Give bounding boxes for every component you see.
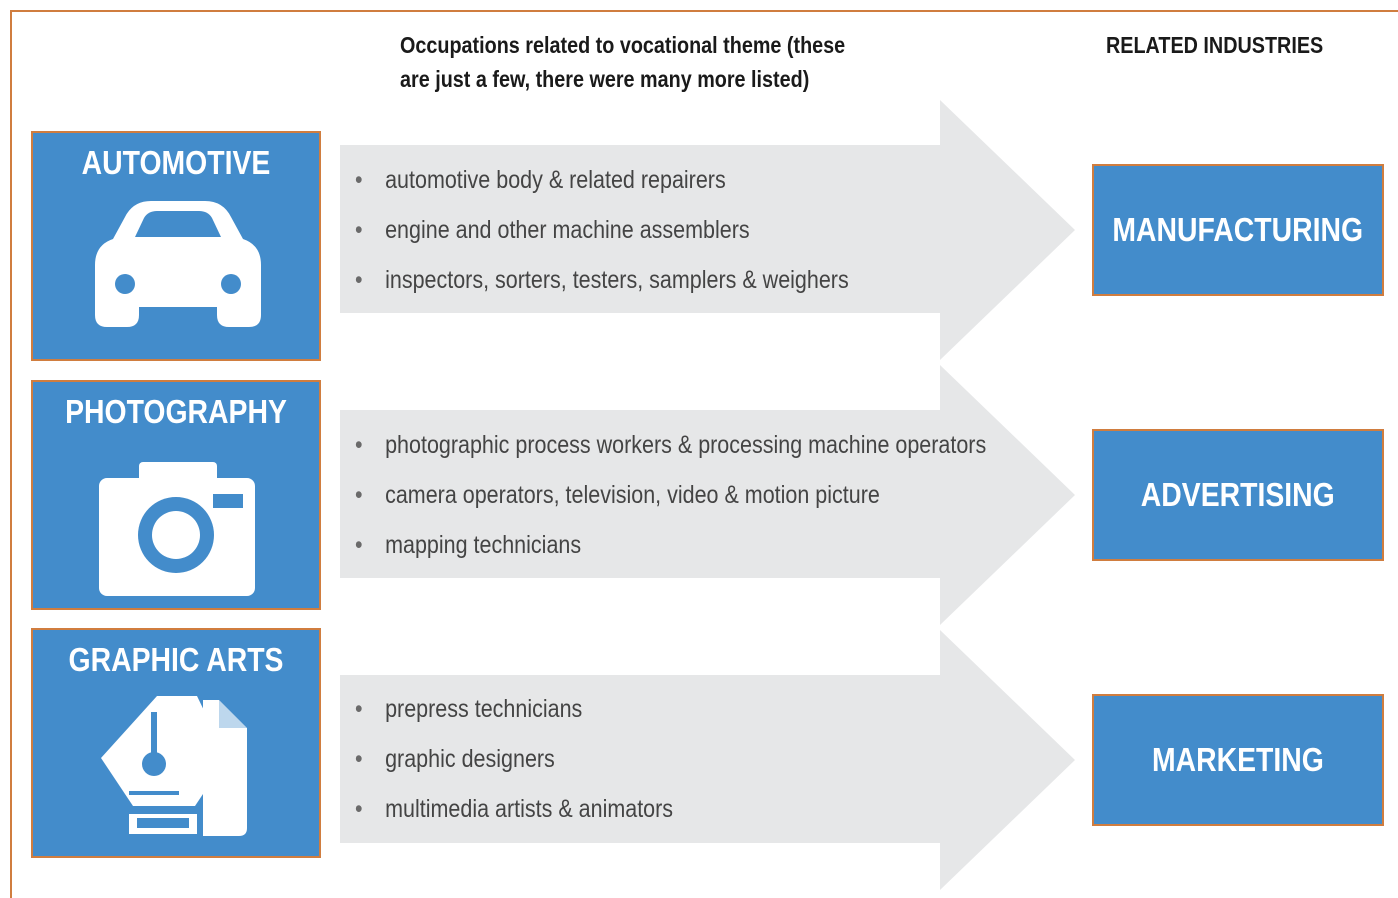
theme-title-photography: PHOTOGRAPHY (65, 393, 287, 430)
occupation-list-graphic-arts: •prepress technicians •graphic designers… (355, 684, 725, 834)
arrow-automotive (340, 100, 1075, 360)
occupation-list-automotive: •automotive body & related repairers •en… (355, 155, 929, 305)
list-item: •multimedia artists & animators (355, 784, 673, 834)
bullet: • (355, 745, 363, 773)
pen-nib-icon (101, 696, 247, 836)
bullet: • (355, 795, 363, 823)
occupations-header: Occupations related to vocational theme … (400, 32, 846, 92)
industry-box-manufacturing: MANUFACTURING (1092, 164, 1384, 296)
list-item: •prepress technicians (355, 684, 673, 734)
diagram-frame (10, 10, 1398, 898)
industries-header: RELATED INDUSTRIES (1106, 32, 1324, 58)
camera-icon (99, 462, 255, 596)
list-item: •inspectors, sorters, testers, samplers … (355, 255, 849, 305)
list-item: •automotive body & related repairers (355, 155, 849, 205)
list-item: •camera operators, television, video & m… (355, 470, 986, 520)
theme-title-graphic-arts: GRAPHIC ARTS (68, 641, 284, 678)
occupation-list-photography: •photographic process workers & processi… (355, 420, 1089, 570)
industry-box-marketing: MARKETING (1092, 694, 1384, 826)
bullet: • (355, 216, 363, 244)
list-item: •photographic process workers & processi… (355, 420, 986, 470)
bullet: • (355, 695, 363, 723)
theme-box-graphic-arts: GRAPHIC ARTS (31, 628, 321, 858)
list-item: •graphic designers (355, 734, 673, 784)
theme-box-automotive: AUTOMOTIVE (31, 131, 321, 361)
industry-label-marketing: MARKETING (1152, 741, 1324, 778)
industry-label-advertising: ADVERTISING (1141, 476, 1335, 513)
industry-label-manufacturing: MANUFACTURING (1112, 211, 1364, 248)
industry-box-advertising: ADVERTISING (1092, 429, 1384, 561)
car-icon (95, 201, 261, 327)
list-item: •engine and other machine assemblers (355, 205, 849, 255)
bullet: • (355, 431, 363, 459)
bullet: • (355, 481, 363, 509)
list-item: •mapping technicians (355, 520, 986, 570)
theme-title-automotive: AUTOMOTIVE (81, 144, 271, 181)
arrow-photography (340, 365, 1075, 625)
bullet: • (355, 266, 363, 294)
bullet: • (355, 166, 363, 194)
bullet: • (355, 531, 363, 559)
arrow-graphic-arts (340, 630, 1075, 890)
theme-box-photography: PHOTOGRAPHY (31, 380, 321, 610)
